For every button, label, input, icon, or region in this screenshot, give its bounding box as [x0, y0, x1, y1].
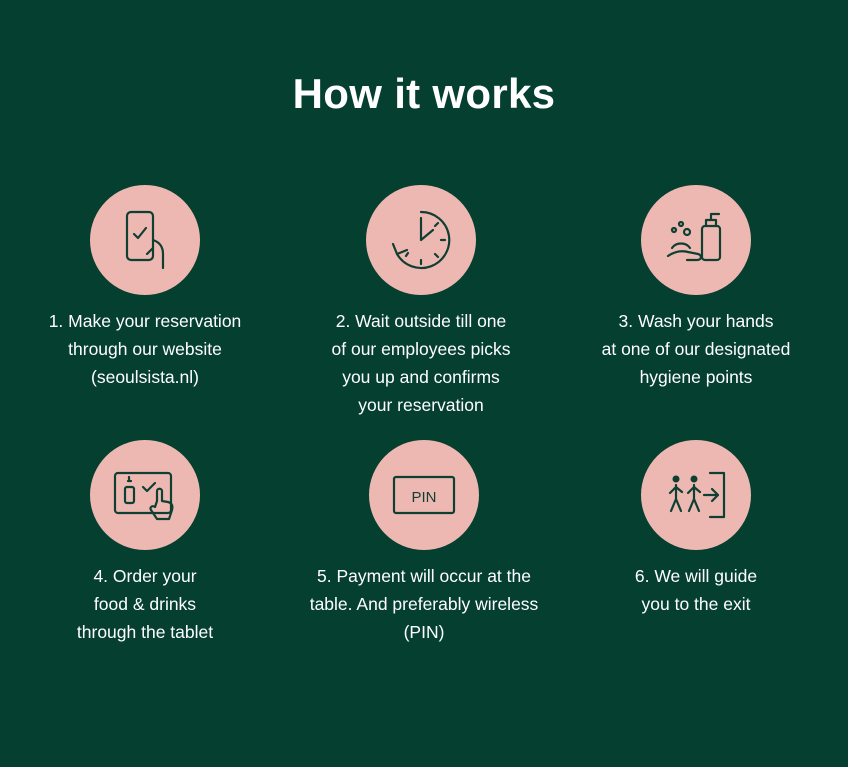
step-reservation: 1. Make your reservation through our web… [10, 185, 280, 391]
clock-icon [391, 210, 451, 270]
step-exit: 6. We will guide you to the exit [561, 440, 831, 618]
page-title: How it works [292, 70, 556, 117]
step-order-tablet: 4. Order your food & drinks through the … [10, 440, 280, 646]
step-icon-circle [641, 440, 751, 550]
step-wash-hands: 3. Wash your hands at one of our designa… [561, 185, 831, 391]
step-icon-circle [641, 185, 751, 295]
step-description: 2. Wait outside till one of our employee… [331, 311, 511, 415]
phone-check-icon [125, 210, 165, 270]
pin-terminal-icon: PIN [392, 475, 456, 515]
step-icon-circle [366, 185, 476, 295]
step-description: 4. Order your food & drinks through the … [76, 566, 214, 642]
pin-label: PIN [411, 489, 436, 506]
step-description: 1. Make your reservation through our web… [48, 311, 242, 387]
step-icon-circle [90, 185, 200, 295]
exit-icon [668, 471, 726, 519]
step-icon-circle [90, 440, 200, 550]
tablet-order-icon [113, 471, 174, 521]
step-description: 6. We will guide you to the exit [634, 566, 758, 614]
step-description: 5. Payment will occur at the table. And … [309, 566, 539, 642]
step-payment: PIN 5. Payment will occur at the table. … [289, 440, 559, 646]
step-description: 3. Wash your hands at one of our designa… [601, 311, 791, 387]
step-icon-circle: PIN [369, 440, 479, 550]
step-wait-outside: 2. Wait outside till one of our employee… [286, 185, 556, 419]
hand-soap-icon [666, 212, 722, 262]
